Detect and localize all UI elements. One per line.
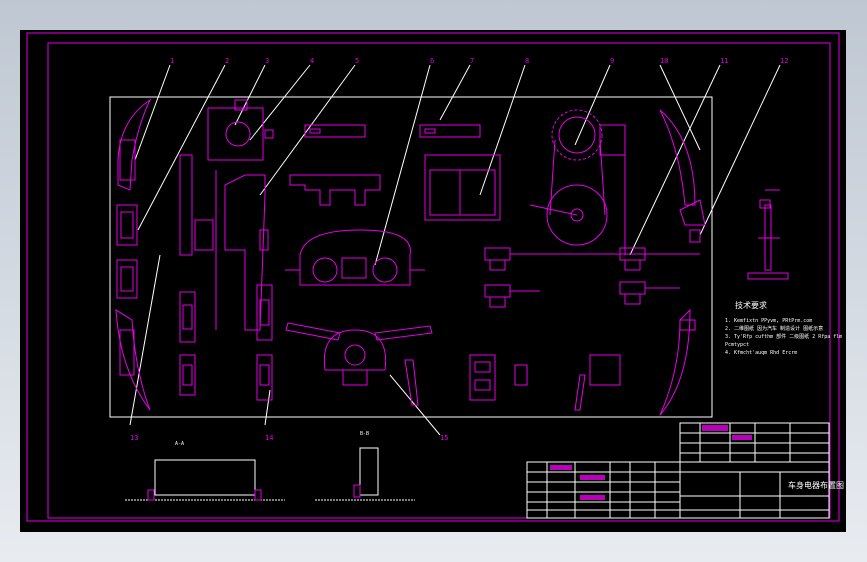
- instrument-cluster: [285, 229, 425, 286]
- drawing-title: 车身电器布置图: [788, 480, 844, 490]
- wiring-module: [289, 124, 481, 206]
- outer-border: [26, 32, 840, 522]
- tech-requirement-line: 2. 二维图纸 因为汽车 制造设计 图纸示意: [725, 325, 823, 332]
- right-fender-lamp: [659, 109, 706, 416]
- part-label-5: 5: [355, 57, 359, 65]
- part-label-15: 15: [440, 434, 448, 442]
- part-label-14: 14: [265, 434, 273, 442]
- part-label-1: 1: [170, 57, 174, 65]
- part-label-10: 10: [660, 57, 668, 65]
- section-mark-a: A-A: [175, 441, 184, 447]
- part-label-9: 9: [610, 57, 614, 65]
- window-switches: [469, 354, 621, 411]
- section-mark-b: B-B: [360, 431, 369, 437]
- inner-border: [47, 42, 831, 519]
- combination-switch: [285, 322, 433, 406]
- part-label-8: 8: [525, 57, 529, 65]
- relays: [484, 229, 701, 308]
- tech-requirement-line: 4. Kfmcht'auqm Rhd Ercrm: [725, 350, 797, 356]
- tech-requirement-line: 3. Ty'Rfp cufthm 部件 二级图纸 2 Rfpa flm: [725, 333, 842, 340]
- part-label-4: 4: [310, 57, 314, 65]
- part-label-7: 7: [470, 57, 474, 65]
- part-label-2: 2: [225, 57, 229, 65]
- left-headlamp: [115, 98, 152, 411]
- section-view-a: A-A: [125, 441, 285, 501]
- tech-requirements-heading: 技术要求: [735, 300, 767, 310]
- bracket-assembly: [179, 154, 269, 331]
- side-lamps: [116, 204, 138, 299]
- part-label-13: 13: [130, 434, 138, 442]
- connectors: [179, 284, 273, 401]
- layout-board: [109, 96, 713, 418]
- section-view-b: B-B: [315, 431, 415, 501]
- wiper-motor-gear: [529, 109, 626, 255]
- tech-requirement-line: Pcmtypct: [725, 342, 749, 348]
- part-label-6: 6: [430, 57, 434, 65]
- control-box: [207, 99, 274, 161]
- part-label-11: 11: [720, 57, 728, 65]
- part-label-12: 12: [780, 57, 788, 65]
- side-detail-view: [747, 189, 789, 280]
- title-block: 车身电器布置图: [526, 422, 844, 519]
- part-label-3: 3: [265, 57, 269, 65]
- tech-requirement-line: 1. Kemfixtn PPyvm, PRtPrm.com: [725, 318, 812, 324]
- leader-lines: [129, 64, 781, 436]
- display-screen: [424, 154, 501, 221]
